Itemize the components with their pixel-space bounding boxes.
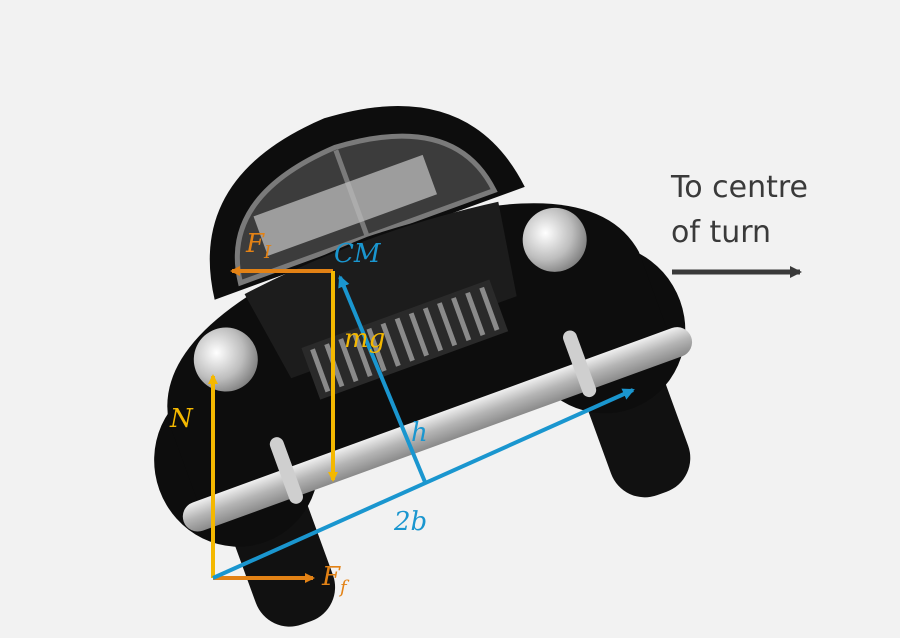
centre-of-mass-label: CM — [334, 239, 382, 269]
right-bumper-guard — [563, 330, 597, 398]
car-hood — [244, 201, 517, 379]
car-illustration — [154, 106, 693, 627]
turn-direction-caption-line-1: To centre — [670, 170, 808, 205]
grille — [301, 279, 509, 400]
front-bumper — [182, 327, 693, 532]
left-bumper-guard — [269, 437, 303, 504]
normal-force-label: N — [169, 404, 194, 434]
interior-highlight — [253, 154, 438, 256]
weight-label: mg — [344, 324, 385, 354]
track-width-arrow — [212, 388, 635, 580]
right-headlamp — [522, 207, 587, 272]
track-width-label: 2b — [393, 507, 427, 537]
inertial-force-label: FI — [245, 229, 272, 263]
turn-direction-caption-line-2: of turn — [671, 215, 771, 250]
height-arrow — [338, 275, 427, 483]
height-label: h — [411, 418, 428, 448]
